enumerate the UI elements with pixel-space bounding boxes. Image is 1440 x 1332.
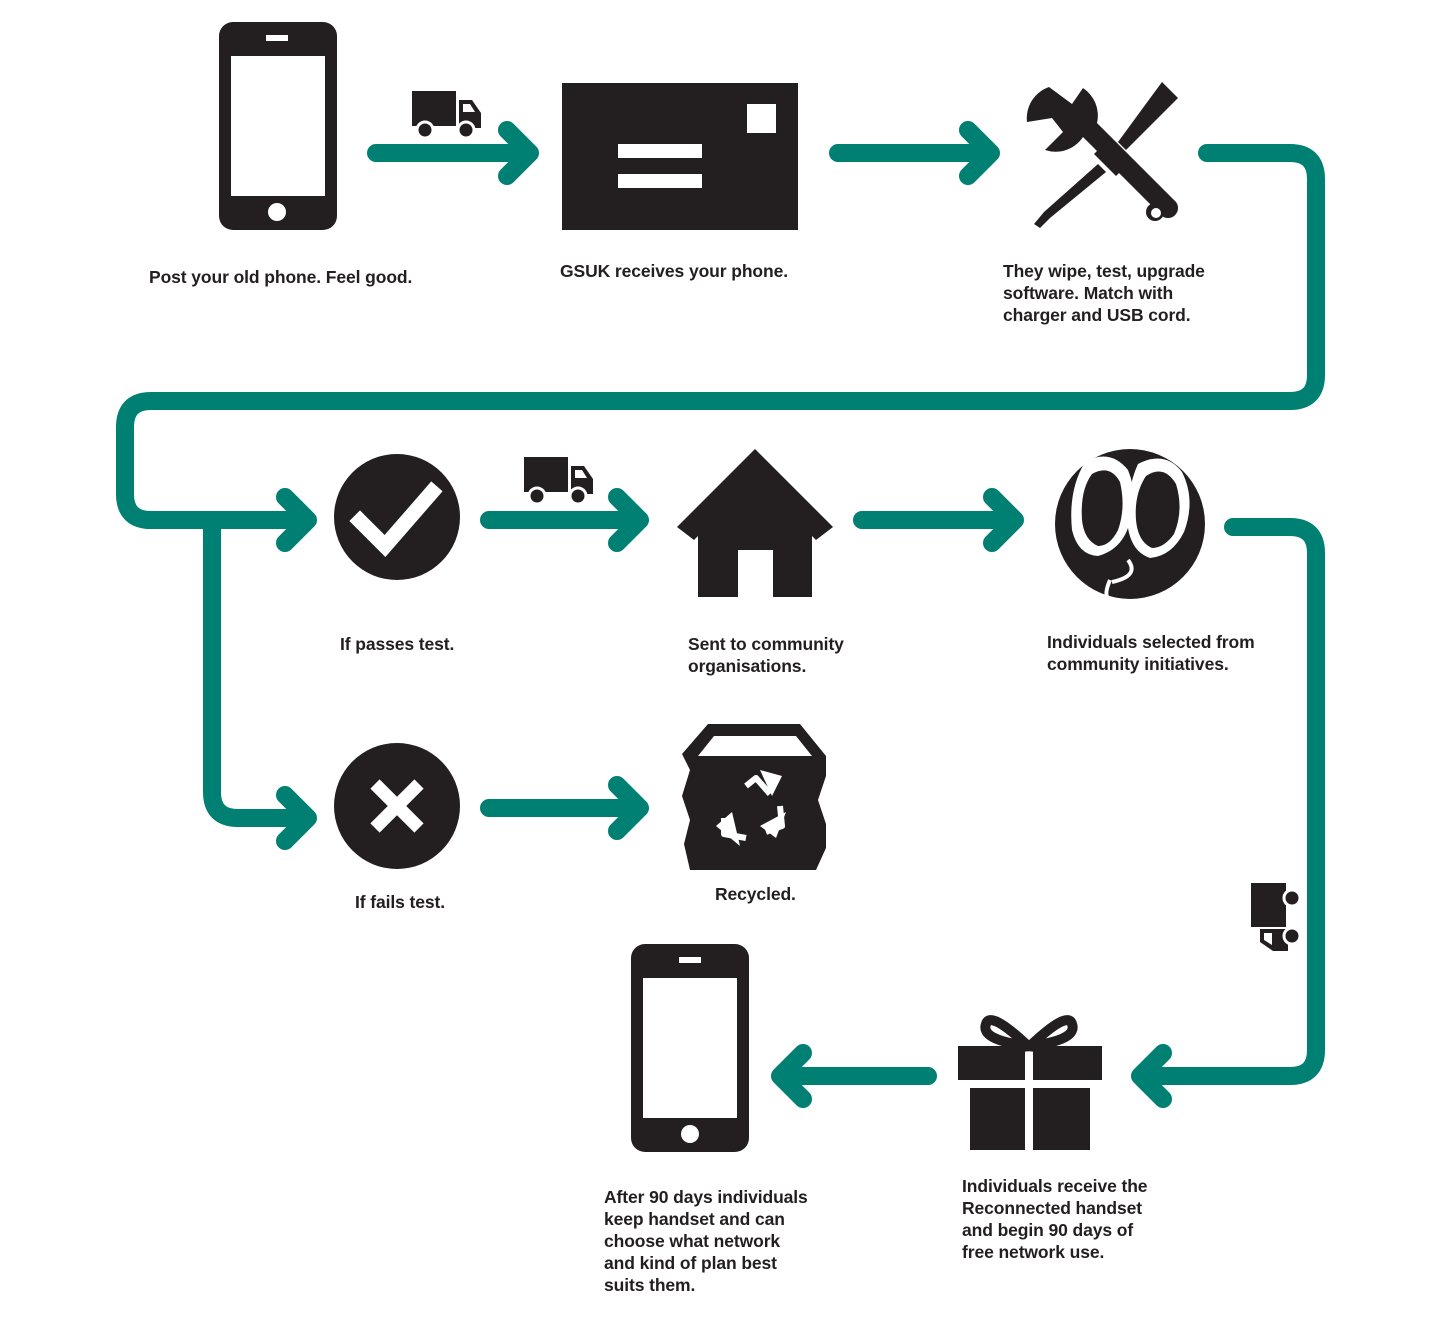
smartphone-icon <box>219 22 337 230</box>
arrow-head-to-fail <box>276 786 317 850</box>
arrow-post-to-gsuk <box>367 121 539 185</box>
arrow-head-to-gift <box>1131 1044 1172 1108</box>
loop-people-to-gift <box>1133 518 1325 1085</box>
check-icon <box>334 454 460 580</box>
step-community-label: Sent to community organisations. <box>688 634 844 676</box>
smartphone-icon <box>631 944 749 1152</box>
cross-icon <box>334 743 460 869</box>
people-icon <box>1055 449 1205 600</box>
step-passes-label: If passes test. <box>340 634 455 654</box>
step-receive-label: Individuals receive the Reconnected hand… <box>962 1176 1148 1262</box>
recycle-bin-icon <box>682 724 826 870</box>
step-recycled-label: Recycled. <box>715 884 796 904</box>
branch-to-fail <box>203 511 315 827</box>
arrow-gsuk-to-tools <box>829 121 1000 185</box>
step-keep-label: After 90 days individuals keep handset a… <box>604 1187 808 1295</box>
loop-tools-to-check <box>116 144 1325 529</box>
step-post-label: Post your old phone. Feel good. <box>149 267 413 287</box>
truck-icon <box>412 91 481 140</box>
arrow-head-to-check <box>276 488 317 552</box>
house-icon <box>677 449 833 597</box>
tools-icon <box>1026 82 1178 228</box>
gift-icon <box>958 1015 1102 1150</box>
step-gsuk-label: GSUK receives your phone. <box>560 261 788 281</box>
truck-icon <box>524 457 593 506</box>
step-fails-label: If fails test. <box>355 892 446 912</box>
step-individuals-selected-label: Individuals selected from community init… <box>1047 632 1255 674</box>
arrow-fail-to-recycle <box>480 776 649 840</box>
step-wipe-label: They wipe, test, upgrade software. Match… <box>1003 261 1205 325</box>
arrow-gift-to-phone <box>771 1044 937 1108</box>
truck-icon <box>1251 883 1302 951</box>
envelope-icon <box>562 83 798 230</box>
arrow-check-to-house <box>480 488 649 552</box>
arrow-house-to-people <box>853 488 1024 552</box>
